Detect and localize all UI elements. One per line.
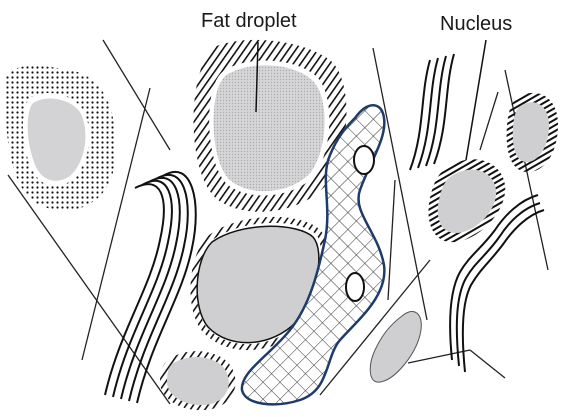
- fat-cell-left: [5, 66, 116, 211]
- fat-droplet-label: Fat droplet: [201, 10, 297, 32]
- small-cell-bottom-right: [370, 311, 421, 382]
- fat-droplet-cell: [194, 40, 347, 212]
- nucleus-label: Nucleus: [440, 13, 512, 35]
- nucleus-cell-top-right: [507, 93, 558, 172]
- nucleus-cell: [428, 159, 505, 242]
- small-cell-bottom-left: [160, 351, 236, 410]
- collagen-fibres-top-right: [410, 54, 454, 170]
